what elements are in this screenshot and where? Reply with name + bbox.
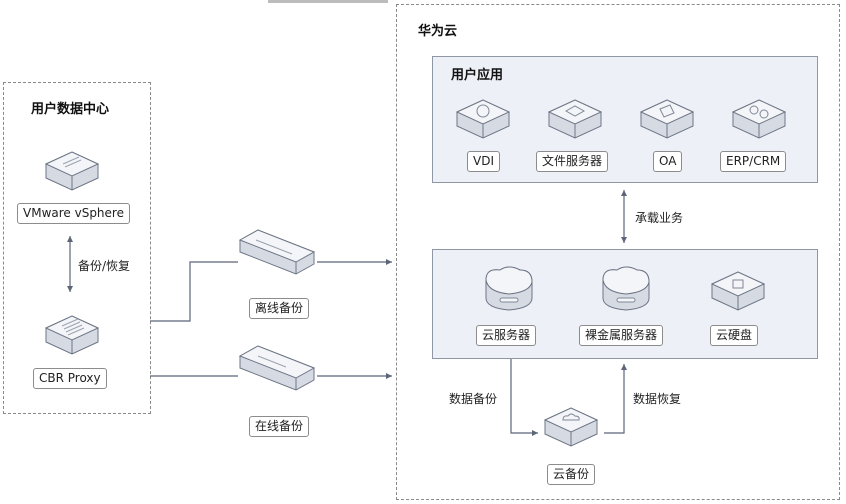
- data-restore-arrow: [604, 364, 627, 434]
- oa-icon: [638, 92, 696, 146]
- resource-label-cloud-disk: 云硬盘: [710, 325, 759, 346]
- file-server-icon: [546, 92, 604, 146]
- user-datacenter-title: 用户数据中心: [31, 102, 110, 117]
- erp-crm-icon: [730, 92, 788, 146]
- resource-label-cloud-server: 云服务器: [476, 325, 537, 346]
- huawei-cloud-title: 华为云: [418, 24, 458, 39]
- app-label-file-server: 文件服务器: [536, 151, 609, 172]
- user-datacenter-region: [3, 82, 151, 414]
- cbr-proxy-label: CBR Proxy: [33, 368, 107, 389]
- online-transfer-device-icon: [236, 338, 318, 396]
- cloud-disk-icon: [709, 264, 767, 318]
- offline-line-in: [150, 261, 238, 322]
- cloud-server-icon: [480, 262, 538, 316]
- vsphere-label: VMware vSphere: [17, 203, 130, 224]
- data-backup-text: 数据备份: [449, 392, 498, 406]
- app-label-erp-crm: ERP/CRM: [720, 151, 787, 172]
- backup-restore-text: 备份/恢复: [78, 259, 131, 273]
- vdi-icon: [454, 92, 512, 146]
- vsphere-device-icon: [43, 144, 101, 198]
- bare-metal-server-icon: [597, 262, 655, 316]
- user-apps-title: 用户应用: [451, 68, 504, 83]
- offline-backup-label: 离线备份: [249, 298, 310, 319]
- data-backup-arrow: [510, 359, 538, 436]
- app-label-vdi: VDI: [467, 151, 500, 172]
- carry-business-text: 承载业务: [635, 211, 684, 225]
- data-restore-text: 数据恢复: [633, 392, 682, 406]
- resource-label-bare-metal: 裸金属服务器: [579, 325, 664, 346]
- cloud-backup-label: 云备份: [547, 464, 596, 485]
- top-cropped-caption: [268, 0, 388, 3]
- cloud-backup-icon: [542, 400, 600, 454]
- cbr-proxy-device-icon: [43, 308, 101, 362]
- app-label-oa: OA: [653, 151, 683, 172]
- offline-transfer-device-icon: [236, 222, 318, 280]
- online-backup-label: 在线备份: [249, 416, 310, 437]
